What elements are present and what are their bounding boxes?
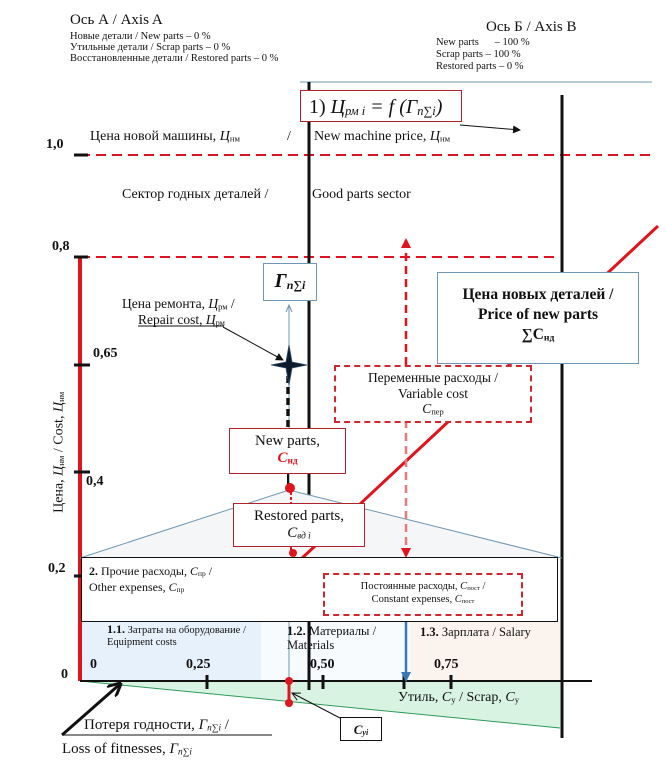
salary-label: 1.3. Зарплата / Salary: [420, 625, 531, 639]
constant-expenses-ru: Постоянные расходы, Cпост /: [360, 581, 486, 592]
repair-cost-en: Repair cost, Црм: [138, 312, 225, 328]
scrap-label: Утиль, Cy / Scrap, Cy: [398, 690, 520, 705]
new-parts-symbol: Cнд: [277, 450, 298, 467]
formula-close: ): [435, 96, 443, 118]
y-tick-label-0-65: 0,65: [93, 346, 118, 361]
axis-a-title: Ось А / Axis A: [70, 12, 163, 28]
new-parts-price-line1: Цена новых деталей /: [462, 286, 614, 303]
scrap-point-box: Cyi: [340, 717, 382, 741]
equipment-costs-label: 1.1. Затраты на оборудование / Equipment…: [107, 622, 246, 649]
loss-of-fitness-en: Loss of fitnesses, Гn∑i: [62, 741, 192, 758]
y-tick-label-1-0: 1,0: [46, 137, 64, 152]
new-machine-price-sep: /: [287, 129, 291, 144]
new-parts-point: [285, 483, 295, 493]
axis-a-line-scrap: Утильные детали / Scrap parts – 0 %: [70, 42, 231, 53]
y-tick-label-0-8: 0,8: [52, 239, 70, 254]
variable-cost-line2: Variable cost: [397, 385, 469, 401]
formula-lhs-sub: рм i: [345, 103, 366, 118]
materials-region: [261, 622, 411, 680]
good-parts-sector-en: Good parts sector: [312, 187, 411, 202]
restored-parts-label: Restored parts,: [254, 508, 344, 524]
new-parts-price-line3: ∑Cнд: [521, 326, 555, 344]
loss-of-fitness-arrow: [61, 684, 120, 737]
x-tick-label-0-75: 0,75: [434, 657, 459, 672]
axis-b-line-restored: Restored parts – 0 %: [436, 61, 524, 72]
restored-parts-symbol: Cвд i: [287, 525, 311, 542]
formula-arg: Г: [405, 96, 418, 118]
x-tick-label-0: 0: [90, 657, 97, 672]
new-machine-price-en: New machine price, Цнм: [314, 129, 451, 144]
scrap-point-pointer: [292, 693, 341, 719]
new-parts-label: New parts,: [255, 433, 320, 449]
axis-a-line-new: Новые детали / New parts – 0 %: [70, 31, 211, 42]
new-machine-price-ru: Цена новой машины, Цнм: [90, 129, 240, 144]
axis-b-title: Ось Б / Axis B: [486, 19, 577, 35]
axis-b-line-new: New parts – 100 %: [436, 37, 530, 48]
variable-cost-box: Переменные расходы / Variable cost Cпер: [334, 365, 532, 423]
y-tick-label-0-2: 0,2: [48, 561, 66, 576]
variable-cost-line1: Переменные расходы /: [367, 370, 499, 385]
y-tick-label-0: 0: [61, 667, 68, 682]
scrap-boundary-line: [79, 680, 561, 729]
equipment-costs-region: [80, 622, 261, 680]
repair-cost-pointer: [222, 326, 284, 361]
repair-cost-star-marker: [270, 344, 308, 386]
good-parts-sector-ru: Сектор годных деталей /: [122, 187, 269, 202]
x-tick-label-0-50: 0,50: [310, 657, 335, 672]
variable-cost-symbol: Cпер: [422, 401, 444, 417]
formula-prefix: 1): [309, 96, 331, 118]
formula-arg-sub: n∑i: [417, 103, 436, 118]
y-tick-label-0-4: 0,4: [86, 474, 104, 489]
constant-expenses-en: Constant expenses, Cпост: [371, 593, 475, 605]
formula-box: 1) Црм i = f (Гn∑i): [300, 90, 462, 122]
restored-parts-box: Restored parts, Cвд i: [233, 503, 365, 547]
new-parts-box: New parts, Cнд: [229, 428, 346, 474]
materials-label: 1.2. Материалы / Materials: [287, 624, 377, 652]
new-parts-price-box: Цена новых деталей / Price of new parts …: [437, 272, 639, 364]
restored-parts-point: [289, 549, 297, 557]
other-expenses-en: Other expenses, Cпр: [89, 579, 185, 594]
repair-cost-ru: Цена ремонта, Црм /: [122, 296, 235, 312]
fitness-loss-box: Гn∑i: [263, 263, 317, 301]
salary-region: [411, 622, 560, 680]
formula-lhs: Ц: [330, 96, 346, 118]
loss-of-fitness-ru: Потеря годности, Гn∑i /: [84, 717, 229, 734]
y-axis-title: Цена, Цнм / Cost, Цнм: [51, 391, 67, 513]
new-parts-price-line2: Price of new parts: [477, 306, 599, 324]
formula-arrow: [459, 124, 521, 134]
axis-a-line-restored: Восстановленные детали / Restored parts …: [70, 53, 279, 64]
other-expenses-ru: 2. Прочие расходы, Cпр /: [89, 564, 213, 579]
axis-b-line-scrap: Scrap parts – 100 %: [436, 49, 521, 60]
formula-eq: = f (: [365, 96, 406, 118]
constant-expenses-box: Постоянные расходы, Cпост / Constant exp…: [323, 573, 523, 616]
x-tick-label-0-25: 0,25: [186, 657, 211, 672]
